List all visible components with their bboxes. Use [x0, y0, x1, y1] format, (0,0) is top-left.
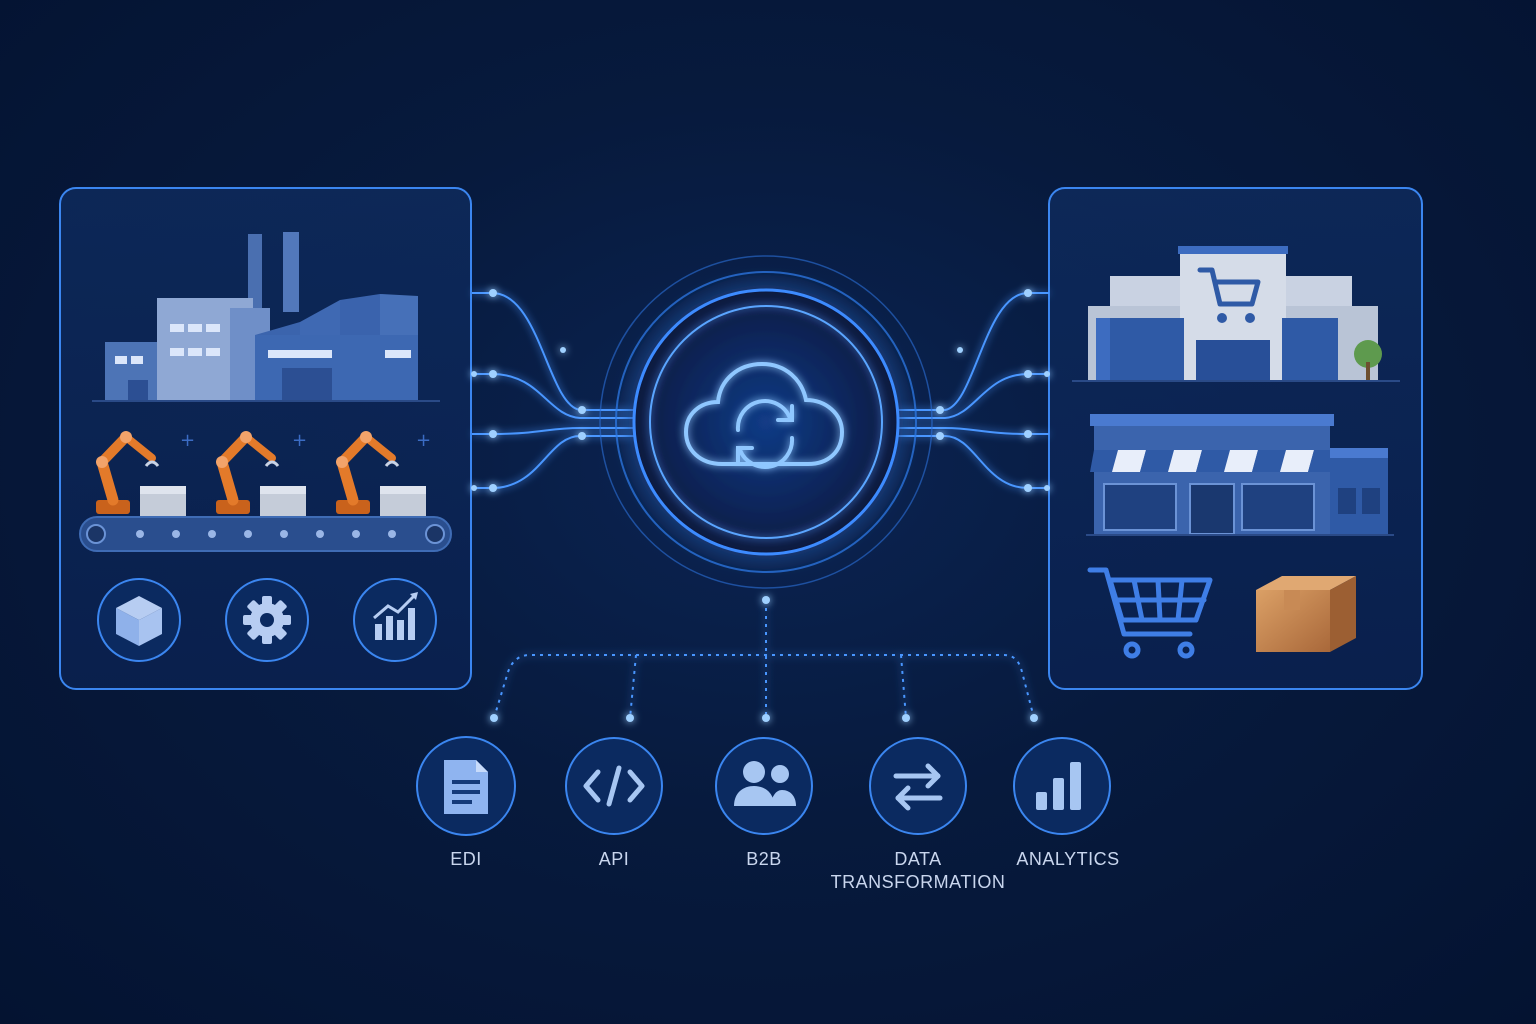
- factory-icon: [92, 232, 440, 402]
- service-label-api: API: [504, 848, 724, 871]
- service-tree-lines: [493, 600, 1035, 719]
- label-line: TRANSFORMATION: [830, 872, 1006, 892]
- service-b2b[interactable]: [715, 737, 813, 835]
- service-data-transformation[interactable]: [869, 737, 967, 835]
- service-label-analytics: ANALYTICS: [958, 848, 1178, 871]
- integration-hub: [599, 255, 933, 589]
- service-label-edi: EDI: [356, 848, 576, 871]
- gear-icon: [225, 578, 309, 662]
- service-api[interactable]: [565, 737, 663, 835]
- code-icon: [583, 765, 645, 807]
- supermarket-icon: [1072, 246, 1400, 382]
- package-icon: [1256, 576, 1356, 652]
- service-label-b2b: B2B: [654, 848, 874, 871]
- label-line: DATA: [894, 849, 942, 869]
- service-analytics[interactable]: [1013, 737, 1111, 835]
- users-icon: [734, 761, 796, 806]
- service-label-data-transformation: DATA TRANSFORMATION: [808, 848, 1028, 894]
- retail-panel: [1048, 187, 1423, 690]
- service-edi[interactable]: [416, 736, 516, 836]
- connector-nodes: [471, 289, 1050, 492]
- svg-text:+: +: [416, 430, 431, 451]
- shopping-cart-icon: [1087, 567, 1213, 659]
- manufacturer-panel: + + +: [59, 187, 472, 690]
- box-icon: [97, 578, 181, 662]
- bar-chart-icon: [1036, 762, 1081, 810]
- storefront-icon: [1086, 414, 1394, 536]
- service-tree-nodes: [490, 596, 1038, 722]
- label-line: B2B: [746, 849, 782, 869]
- robotic-arm-icon: + + +: [96, 430, 431, 516]
- growth-chart-icon: [353, 578, 437, 662]
- swap-arrows-icon: [893, 763, 943, 811]
- label-line: EDI: [450, 849, 482, 869]
- label-line: ANALYTICS: [1016, 849, 1120, 869]
- conveyor-belt-icon: [79, 516, 452, 552]
- document-icon: [444, 760, 488, 814]
- label-line: API: [598, 849, 630, 869]
- svg-text:+: +: [180, 430, 195, 451]
- cloud-sync-icon: [683, 361, 845, 469]
- svg-text:+: +: [292, 430, 307, 451]
